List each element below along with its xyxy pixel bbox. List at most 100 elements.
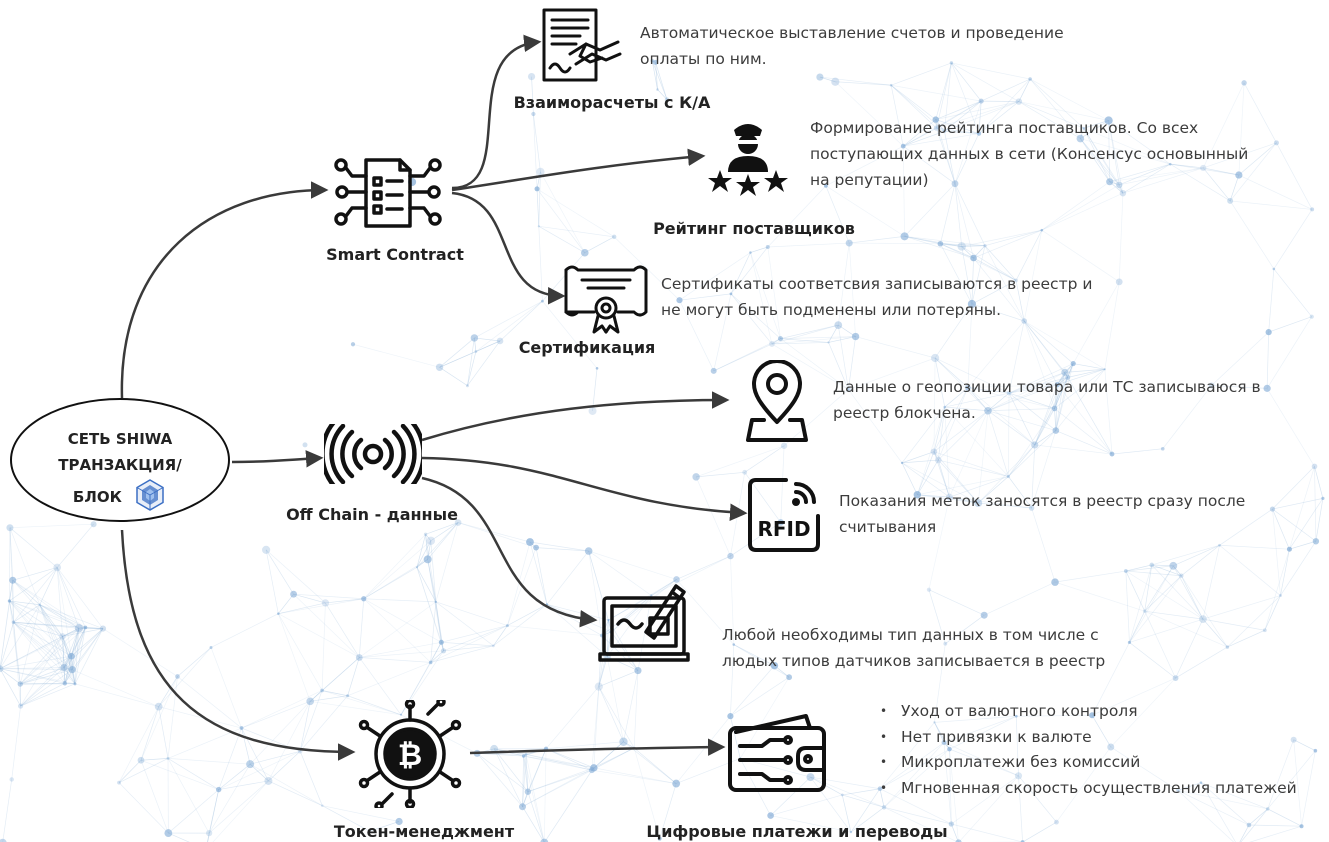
network-link bbox=[657, 89, 668, 100]
network-link bbox=[936, 127, 945, 132]
network-link bbox=[529, 541, 548, 605]
network-link bbox=[1055, 363, 1074, 431]
network-link bbox=[278, 598, 364, 615]
network-link bbox=[439, 337, 475, 368]
network-link bbox=[1267, 808, 1302, 827]
network-link bbox=[1073, 363, 1105, 370]
geo-description: Данные о геопозиции товара или ТС записы… bbox=[833, 374, 1261, 426]
network-link bbox=[679, 252, 751, 301]
network-link bbox=[1314, 466, 1324, 499]
network-link bbox=[951, 62, 1031, 80]
network-link bbox=[39, 604, 65, 668]
network-link bbox=[584, 236, 615, 254]
network-link bbox=[655, 62, 668, 100]
network-node bbox=[209, 645, 213, 649]
network-link bbox=[1249, 825, 1302, 842]
network-link bbox=[12, 580, 14, 623]
edge-sc-rating bbox=[451, 148, 706, 192]
rfid-desc-line: считывания bbox=[839, 518, 937, 536]
network-node bbox=[290, 590, 297, 598]
network-link bbox=[984, 245, 1025, 322]
network-link bbox=[321, 690, 348, 697]
network-link bbox=[944, 100, 982, 132]
network-link bbox=[0, 655, 72, 670]
network-link bbox=[1015, 230, 1043, 281]
network-link bbox=[538, 225, 615, 238]
network-link bbox=[730, 716, 741, 759]
network-link bbox=[1034, 408, 1055, 446]
network-node bbox=[9, 576, 17, 584]
network-link bbox=[363, 540, 432, 600]
network-link bbox=[928, 589, 985, 616]
network-link bbox=[363, 567, 418, 600]
network-link bbox=[1018, 101, 1081, 139]
network-link bbox=[268, 751, 301, 782]
geo-desc-line: реестр блокчена. bbox=[833, 404, 976, 422]
network-link bbox=[967, 387, 989, 411]
network-link bbox=[1280, 541, 1317, 596]
network-link bbox=[936, 101, 1019, 129]
network-node bbox=[951, 180, 959, 188]
edge-oc-sensors bbox=[421, 476, 598, 628]
network-link bbox=[1080, 138, 1171, 165]
network-link bbox=[934, 357, 989, 412]
network-link bbox=[1054, 408, 1113, 455]
network-node bbox=[881, 805, 887, 810]
network-node bbox=[474, 350, 478, 353]
network-link bbox=[20, 669, 73, 685]
network-link bbox=[249, 763, 323, 806]
network-node bbox=[1149, 562, 1155, 568]
network-node bbox=[588, 406, 597, 415]
network-link bbox=[1268, 316, 1312, 333]
network-node bbox=[6, 524, 14, 532]
network-link bbox=[954, 183, 963, 247]
network-link bbox=[1211, 331, 1269, 386]
network-link bbox=[916, 406, 946, 495]
certification-description: Сертификаты соответсвия записываются в р… bbox=[661, 271, 1092, 323]
network-link bbox=[168, 789, 219, 834]
certificate-icon bbox=[564, 265, 648, 334]
network-link bbox=[62, 636, 66, 684]
network-link bbox=[713, 338, 781, 372]
network-link bbox=[71, 627, 86, 657]
network-link bbox=[9, 567, 58, 602]
network-node bbox=[1103, 368, 1106, 371]
network-link bbox=[527, 748, 547, 792]
network-link bbox=[950, 823, 959, 842]
network-link bbox=[810, 776, 843, 796]
network-link bbox=[74, 628, 104, 684]
network-link bbox=[891, 84, 982, 102]
network-link bbox=[439, 340, 501, 368]
network-link bbox=[904, 236, 974, 259]
network-node bbox=[780, 442, 788, 449]
network-link bbox=[544, 767, 595, 842]
network-node bbox=[9, 777, 14, 782]
network-link bbox=[39, 604, 63, 637]
network-link bbox=[39, 604, 86, 628]
network-link bbox=[1203, 142, 1277, 169]
network-link bbox=[416, 567, 442, 643]
network-link bbox=[1144, 611, 1176, 679]
network-node bbox=[423, 532, 428, 537]
network-link bbox=[369, 821, 400, 832]
network-link bbox=[961, 246, 973, 305]
network-link bbox=[1057, 384, 1113, 455]
network-node bbox=[117, 780, 121, 785]
network-link bbox=[1202, 82, 1245, 169]
network-link bbox=[208, 789, 220, 834]
network-link bbox=[9, 527, 11, 601]
network-link bbox=[13, 604, 40, 623]
network-link bbox=[538, 225, 585, 254]
network-link bbox=[507, 604, 548, 626]
network-link bbox=[848, 336, 856, 390]
network-link bbox=[904, 236, 941, 245]
network-link bbox=[427, 559, 444, 651]
network-link bbox=[208, 780, 269, 834]
network-link bbox=[499, 300, 543, 342]
network-link bbox=[1229, 142, 1277, 202]
network-link bbox=[933, 451, 979, 504]
network-node bbox=[978, 98, 984, 104]
network-link bbox=[546, 604, 603, 636]
network-link bbox=[56, 567, 86, 628]
network-node bbox=[73, 682, 77, 686]
